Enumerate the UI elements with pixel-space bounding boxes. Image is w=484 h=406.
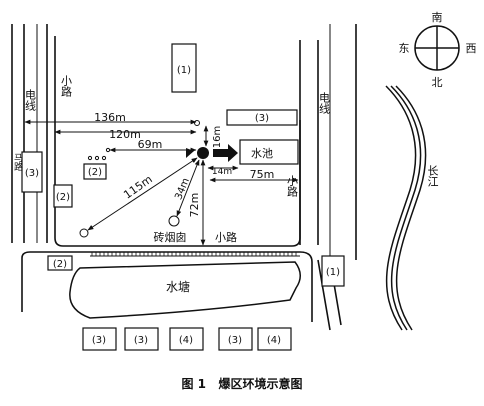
brick-kiln-label: 砖烟囱 <box>154 230 187 244</box>
small-road-right-label: 小路 <box>286 175 299 198</box>
figure-caption: 图 1 爆区环境示意图 <box>181 376 302 391</box>
small-dots <box>87 147 111 161</box>
bottom-building-3-label: (4) <box>179 335 193 346</box>
distance-lines <box>24 119 299 246</box>
bottom-building-2-label: (3) <box>134 335 148 346</box>
bottom-building-1 <box>82 327 117 351</box>
small-road-bottom-label: 小路 <box>215 231 237 244</box>
yangtze-label-text: 长江 <box>417 165 439 187</box>
kiln-marker <box>168 215 180 227</box>
bottom-road <box>21 251 313 322</box>
label-120m: 120m <box>109 128 141 141</box>
building-3-top-right <box>226 109 298 126</box>
building-3-far-left-label: (3) <box>25 168 39 179</box>
label-14m: 14m <box>212 167 232 177</box>
power-line-left-label: 电线 <box>24 89 37 111</box>
compass: 南 北 东 西 <box>399 11 477 89</box>
top-marker <box>194 120 200 126</box>
bottom-building-4-label: (3) <box>228 335 242 346</box>
label-75m: 75m <box>250 168 275 181</box>
water-pool-label: 水池 <box>251 147 273 160</box>
bottom-building-3 <box>169 327 204 351</box>
line-34m <box>176 159 200 217</box>
fish-pond <box>69 261 301 319</box>
blast-area-boundary <box>54 36 301 247</box>
far-marker <box>79 228 89 238</box>
bottom-building-2 <box>124 327 159 351</box>
bottom-building-1-label: (3) <box>92 335 106 346</box>
building-2-left-label: (2) <box>56 192 70 203</box>
compass-west-label: 西 <box>466 42 477 55</box>
label-16m: 16m <box>212 126 223 148</box>
yangtze-river: 长江 <box>385 85 439 331</box>
building-1-right-label: (1) <box>326 267 340 278</box>
left-road <box>11 24 48 243</box>
label-69m: 69m <box>138 138 163 151</box>
building-2-left <box>53 184 73 208</box>
bottom-building-5 <box>257 327 292 351</box>
building-2-bottom <box>47 255 73 271</box>
road-ticks <box>91 252 297 256</box>
blast-center <box>197 147 209 159</box>
building-1-right <box>321 255 345 287</box>
compass-north-label: 北 <box>432 76 443 89</box>
horse-road-label: 马路 <box>12 153 23 172</box>
building-3-far-left <box>21 151 43 193</box>
building-2-dots-label: (2) <box>88 167 102 178</box>
blast-arrow-right <box>213 144 238 162</box>
label-136m: 136m <box>94 111 126 124</box>
bottom-row-buildings: (3) (3) (4) (3) (4) <box>82 327 292 351</box>
compass-east-label: 东 <box>399 42 410 55</box>
bottom-building-4 <box>218 327 253 351</box>
bottom-building-5-label: (4) <box>267 335 281 346</box>
power-line-right-label: 电线 <box>318 92 331 114</box>
building-3-top-right-label: (3) <box>255 113 269 124</box>
building-1-top-label: (1) <box>177 65 191 76</box>
fish-pond-label: 水塘 <box>166 279 190 294</box>
compass-south-label: 南 <box>432 11 443 24</box>
small-road-top-label: 小路 <box>60 75 73 98</box>
yangtze-label: 长江 <box>417 165 439 187</box>
building-1-top <box>171 43 197 93</box>
label-72m: 72m <box>188 193 201 218</box>
water-pool <box>239 139 299 165</box>
building-2-bottom-label: (2) <box>53 259 67 270</box>
